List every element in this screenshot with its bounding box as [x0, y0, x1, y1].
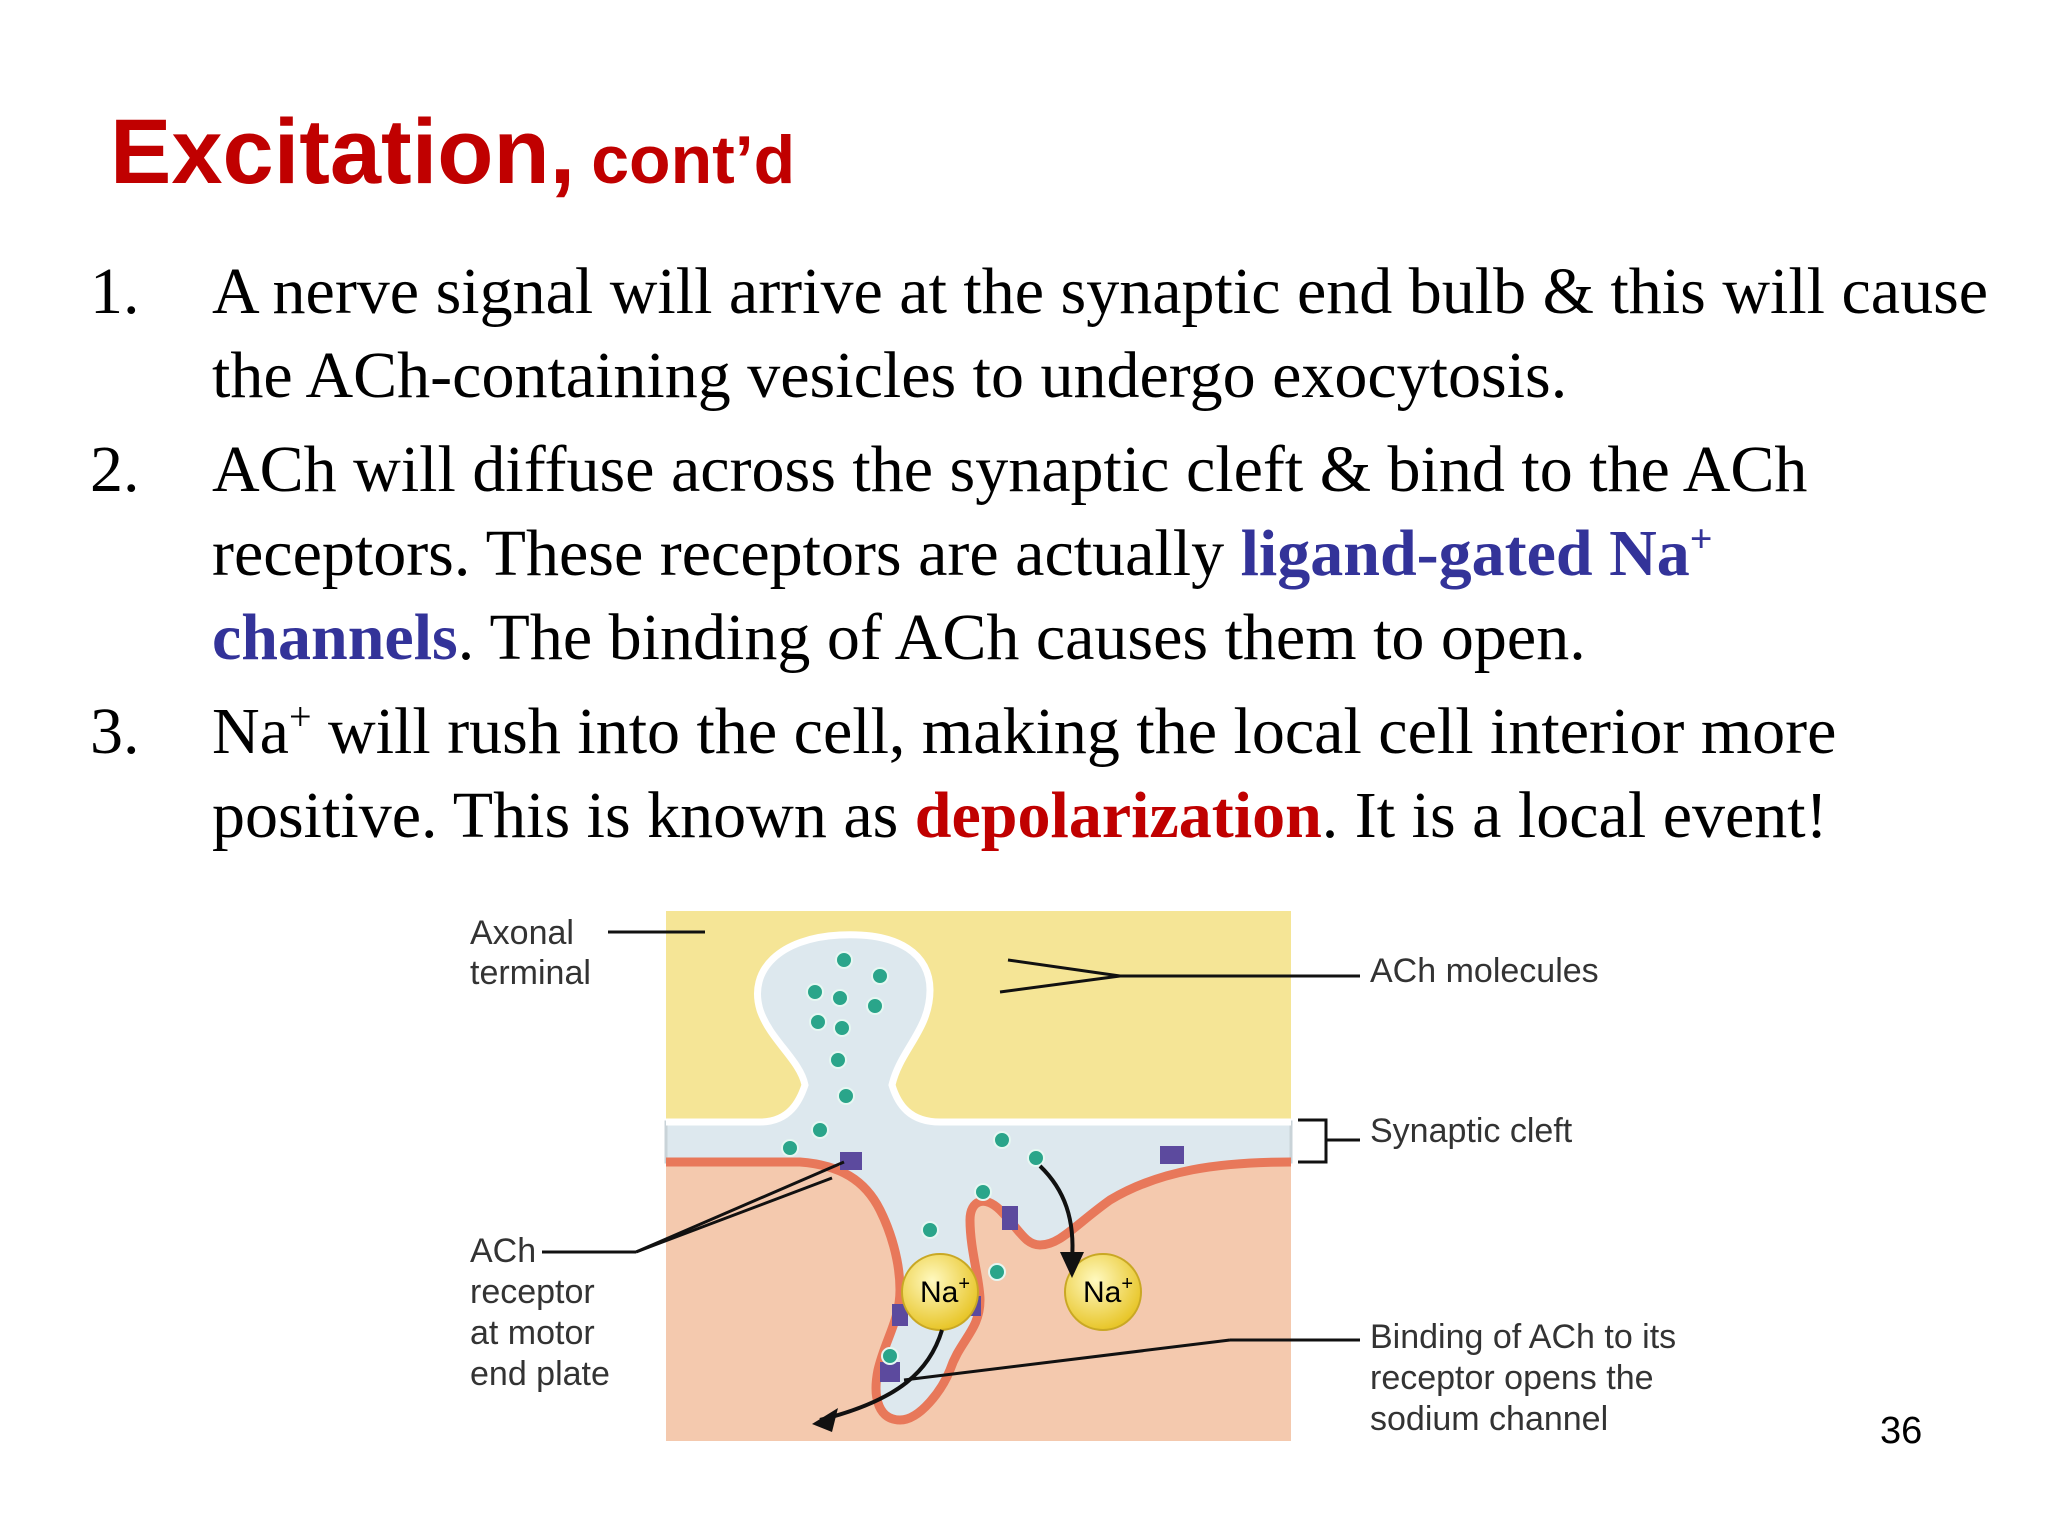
label-ach-molecules: ACh molecules — [1370, 952, 1599, 990]
superscript-plus: + — [1689, 516, 1713, 561]
highlight-depolarization: depolarization — [914, 779, 1322, 852]
na-ion-label: Na+ — [920, 1273, 970, 1309]
ach-molecule — [871, 967, 889, 985]
ach-molecules-dots — [781, 951, 1045, 1365]
na-flow-arrow — [819, 1329, 944, 1422]
receptor — [840, 1152, 862, 1170]
ach-molecule — [811, 1121, 829, 1139]
ach-molecule — [881, 1347, 899, 1365]
item-text: Na — [212, 695, 289, 768]
item-text: ACh will diffuse across the synaptic cle… — [212, 433, 1808, 590]
slide-title: Excitation,cont’d — [110, 100, 795, 205]
ach-molecule — [831, 989, 849, 1007]
motor-end-plate-membrane — [666, 1157, 1292, 1425]
list-item: 1. A nerve signal will arrive at the syn… — [90, 250, 1990, 418]
leader-line — [635, 1160, 845, 1254]
arrowhead — [812, 1408, 838, 1432]
receptor — [1002, 1206, 1018, 1230]
ach-molecule — [809, 1013, 827, 1031]
item-number: 2. — [90, 433, 140, 506]
na-flow-arrow — [1038, 1164, 1075, 1261]
leader-line — [1007, 958, 1121, 978]
na-ion-sphere — [1064, 1253, 1142, 1331]
leader-line — [635, 1176, 833, 1254]
page-number: 36 — [1880, 1410, 1923, 1452]
receptor — [1160, 1146, 1184, 1164]
na-ion: Na+ — [901, 1253, 979, 1331]
ach-molecule — [806, 983, 824, 1001]
highlight-channels: channels — [212, 601, 458, 674]
leader-line — [999, 974, 1121, 994]
item-text: A nerve signal will arrive at the synapt… — [212, 255, 1989, 412]
label-synaptic-cleft: Synaptic cleft — [1370, 1112, 1573, 1150]
ach-molecule — [866, 997, 884, 1015]
terminal-membrane — [666, 931, 1291, 1126]
ach-molecule — [837, 1087, 855, 1105]
numbered-list: 1. A nerve signal will arrive at the syn… — [90, 250, 1990, 868]
ach-molecule — [835, 951, 853, 969]
ach-molecule — [974, 1183, 992, 1201]
receptor — [892, 1304, 908, 1326]
item-text: will rush into the cell, making the loca… — [212, 695, 1837, 852]
highlight-ligand-gated: ligand-gated Na — [1240, 517, 1690, 590]
ach-molecule — [988, 1263, 1006, 1281]
ach-molecule — [833, 1019, 851, 1037]
list-item: 2. ACh will diffuse across the synaptic … — [90, 428, 1990, 680]
item-text: . It is a local event! — [1321, 779, 1828, 852]
item-text: . The binding of ACh causes them to open… — [457, 601, 1586, 674]
ach-molecule — [781, 1139, 799, 1157]
ach-molecule — [829, 1051, 847, 1069]
superscript-plus: + — [288, 694, 312, 739]
list-item: 3. Na+ will rush into the cell, making t… — [90, 690, 1990, 858]
title-main: Excitation, — [110, 101, 576, 203]
na-ion: Na+ — [1064, 1253, 1142, 1331]
na-ion-label: Na+ — [1083, 1273, 1133, 1309]
item-number: 3. — [90, 695, 140, 768]
ach-molecule — [921, 1221, 939, 1239]
arrowhead — [1060, 1252, 1084, 1278]
item-number: 1. — [90, 255, 140, 328]
ach-molecule — [993, 1131, 1011, 1149]
leader-line — [903, 1338, 1231, 1382]
cleft-bracket — [1298, 1118, 1360, 1164]
receptor — [880, 1362, 900, 1382]
title-subtitle: cont’d — [591, 122, 796, 198]
ach-molecule — [1027, 1149, 1045, 1167]
